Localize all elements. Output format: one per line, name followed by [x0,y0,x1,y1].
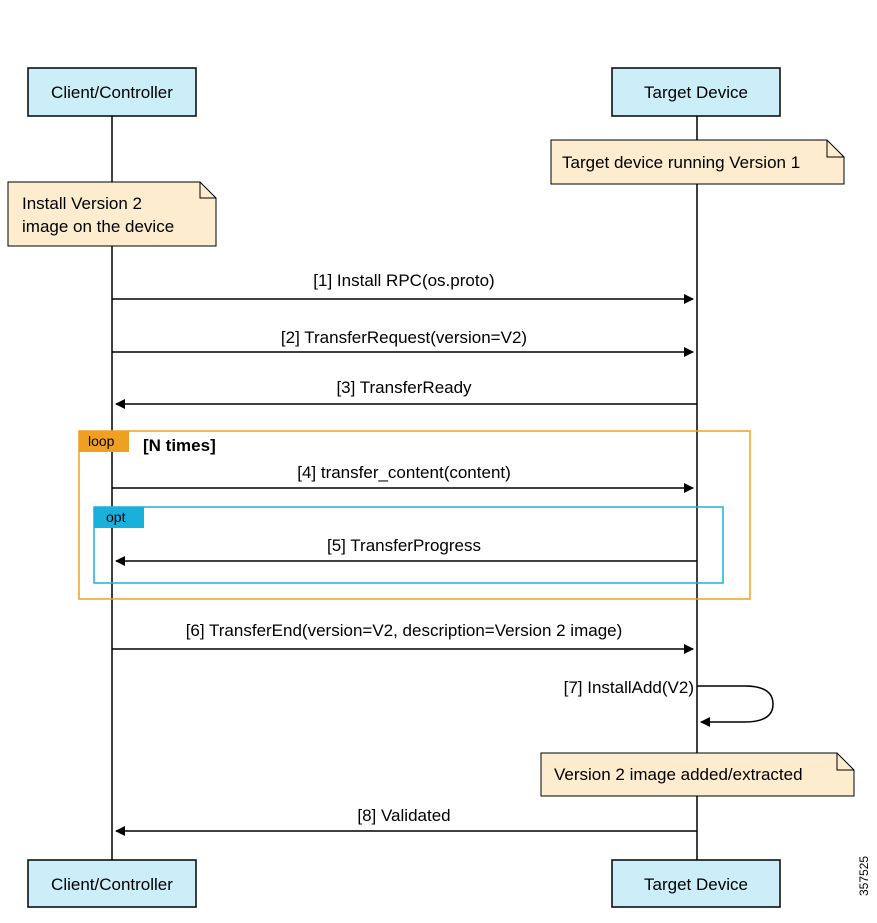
participant-target-bottom-label: Target Device [644,875,748,894]
participant-target-top: Target Device [611,67,781,117]
loop-tag: loop [88,433,115,449]
message-6: [6] TransferEnd(version=V2, description=… [112,621,694,654]
note-install-line1: Install Version 2 [22,194,142,213]
message-6-label: [6] TransferEnd(version=V2, description=… [186,621,623,640]
figure-id: 357525 [857,856,871,896]
loop-fragment: loop [N times] [78,430,751,600]
participant-client-bottom: Client/Controller [27,859,197,908]
message-4-label: [4] transfer_content(content) [297,463,511,482]
message-7-label: [7] InstallAdd(V2) [564,678,694,697]
note-install: Install Version 2 image on the device [7,181,217,247]
participant-target-label: Target Device [644,83,748,102]
participant-target-bottom: Target Device [611,859,781,908]
note-added: Version 2 image added/extracted [540,752,855,797]
message-3: [3] TransferReady [115,378,697,409]
message-8-label: [8] Validated [357,806,450,825]
message-5-label: [5] TransferProgress [327,536,481,555]
message-1: [1] Install RPC(os.proto) [112,271,694,304]
message-2: [2] TransferRequest(version=V2) [112,328,694,357]
message-8: [8] Validated [115,806,697,836]
loop-condition: [N times] [143,436,216,455]
opt-tag: opt [106,509,126,525]
message-3-label: [3] TransferReady [336,378,472,397]
opt-fragment: opt [93,506,724,584]
note-target-state-text: Target device running Version 1 [562,153,800,172]
participant-client-bottom-label: Client/Controller [51,875,173,894]
message-4: [4] transfer_content(content) [112,463,694,493]
message-2-label: [2] TransferRequest(version=V2) [281,328,527,347]
message-1-label: [1] Install RPC(os.proto) [313,271,494,290]
note-target-state: Target device running Version 1 [550,139,845,185]
note-added-text: Version 2 image added/extracted [554,765,803,784]
note-install-line2: image on the device [22,217,174,236]
message-5: [5] TransferProgress [115,536,697,566]
participant-client-top: Client/Controller [27,67,197,117]
message-7: [7] InstallAdd(V2) [564,678,774,727]
participant-client-label: Client/Controller [51,83,173,102]
